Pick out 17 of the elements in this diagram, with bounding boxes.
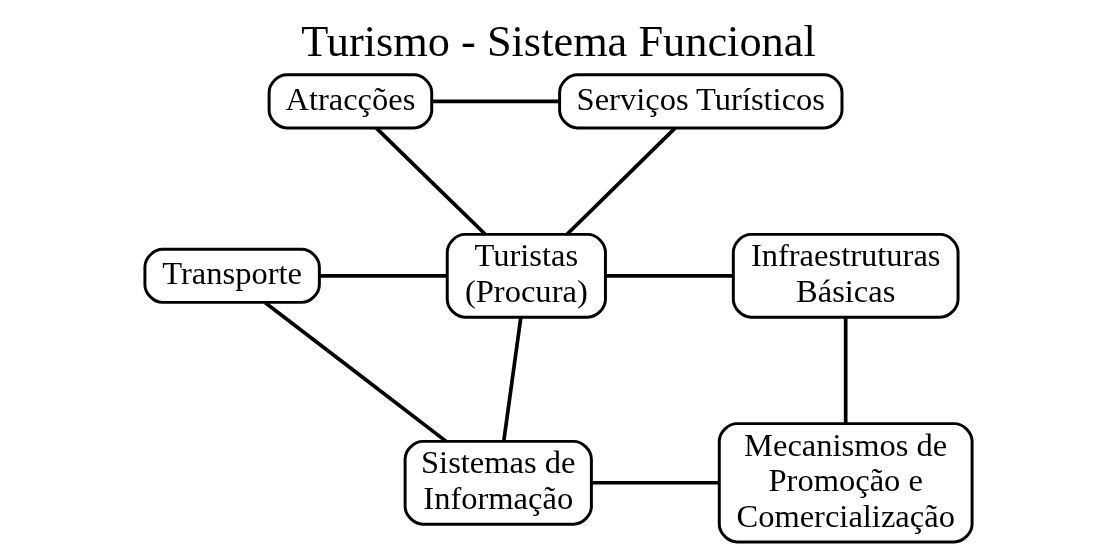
connector [319, 273, 447, 278]
node-box: Sistemas de Informação [403, 439, 593, 526]
node-box: Transporte [142, 247, 321, 304]
connector [605, 273, 733, 278]
node-box: Mecanismos de Promoção e Comercialização [717, 422, 974, 544]
node-box: Turistas (Procura) [445, 232, 607, 319]
connector [501, 317, 523, 442]
connector [843, 317, 848, 424]
node-box: Infraestruturas Básicas [731, 232, 959, 319]
node-box: Atracções [267, 73, 433, 130]
connector [431, 99, 559, 104]
node-box: Serviços Turísticos [557, 73, 843, 130]
connector [263, 301, 447, 443]
connector [591, 480, 719, 485]
connector [565, 126, 676, 236]
diagram-title: Turismo - Sistema Funcional [300, 15, 816, 66]
connector [374, 126, 487, 236]
